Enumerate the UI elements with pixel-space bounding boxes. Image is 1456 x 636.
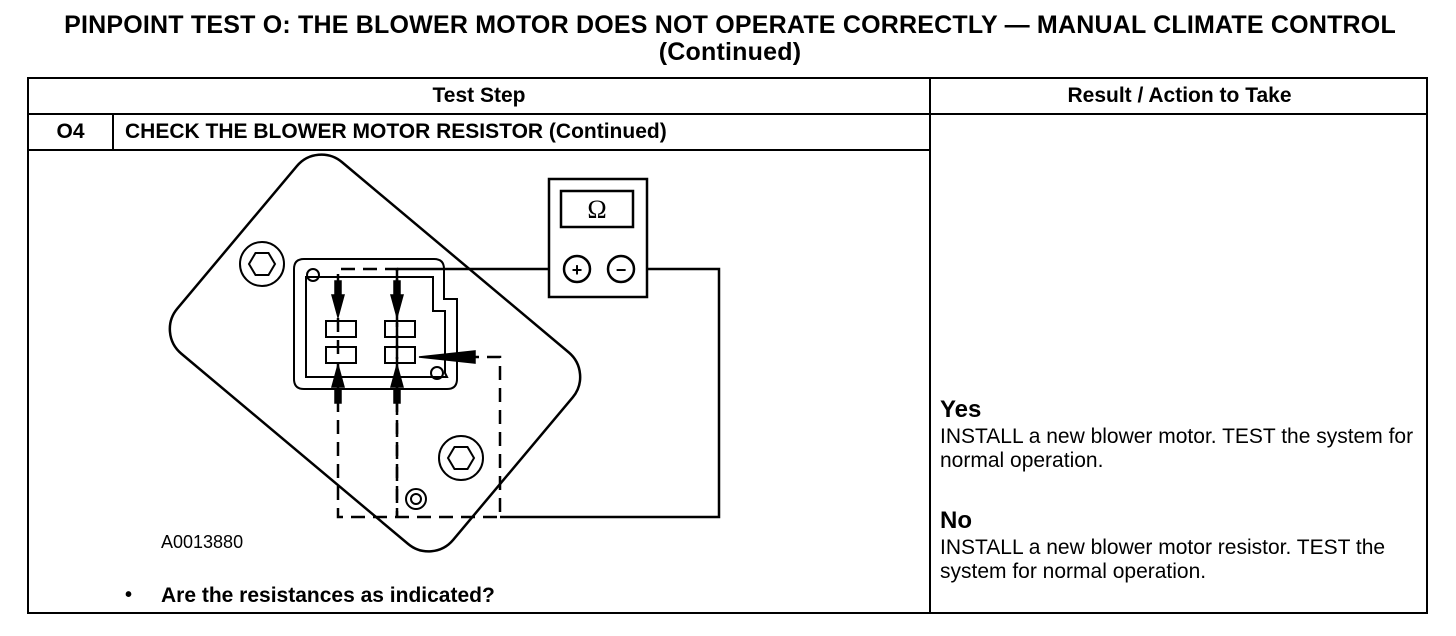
column-divider: [929, 79, 931, 614]
measurement-paths-dashed: [336, 267, 502, 519]
bullet-marker: •: [125, 584, 133, 606]
result-no-label: No: [940, 507, 972, 534]
meter-plus: +: [572, 260, 583, 280]
meter-minus: −: [616, 260, 627, 280]
step-title: CHECK THE BLOWER MOTOR RESISTOR (Continu…: [125, 120, 667, 143]
header-divider: [29, 113, 1428, 115]
mounting-bolt-icon: [239, 241, 285, 287]
connector-terminals: [325, 320, 416, 364]
locator-hole-icon: [405, 488, 427, 510]
page-title: PINPOINT TEST O: THE BLOWER MOTOR DOES N…: [64, 11, 1396, 66]
mounting-bolt-icon: [438, 435, 484, 481]
result-no-text: INSTALL a new blower motor resistor. TES…: [940, 536, 1386, 583]
ohm-symbol: Ω: [587, 195, 606, 224]
resistor-body: [168, 153, 582, 553]
step-question: Are the resistances as indicated?: [161, 584, 495, 607]
meter-lead-wire: [397, 267, 721, 519]
step-number: O4: [56, 120, 85, 143]
figure-code: A0013880: [161, 532, 244, 552]
step-number-divider: [112, 115, 114, 149]
result-yes-text: INSTALL a new blower motor. TEST the sys…: [940, 425, 1414, 472]
blower-resistor-diagram: Ω + −: [29, 151, 929, 614]
step-title-divider: [29, 149, 929, 151]
connector-housing: [293, 258, 458, 390]
pinpoint-test-table: Test Step Result / Action to Take O4 CHE…: [27, 77, 1428, 614]
column-header-test-step: Test Step: [432, 84, 526, 107]
result-yes-label: Yes: [940, 396, 982, 423]
column-header-result: Result / Action to Take: [1067, 84, 1292, 107]
ohmmeter-icon: [547, 177, 649, 299]
